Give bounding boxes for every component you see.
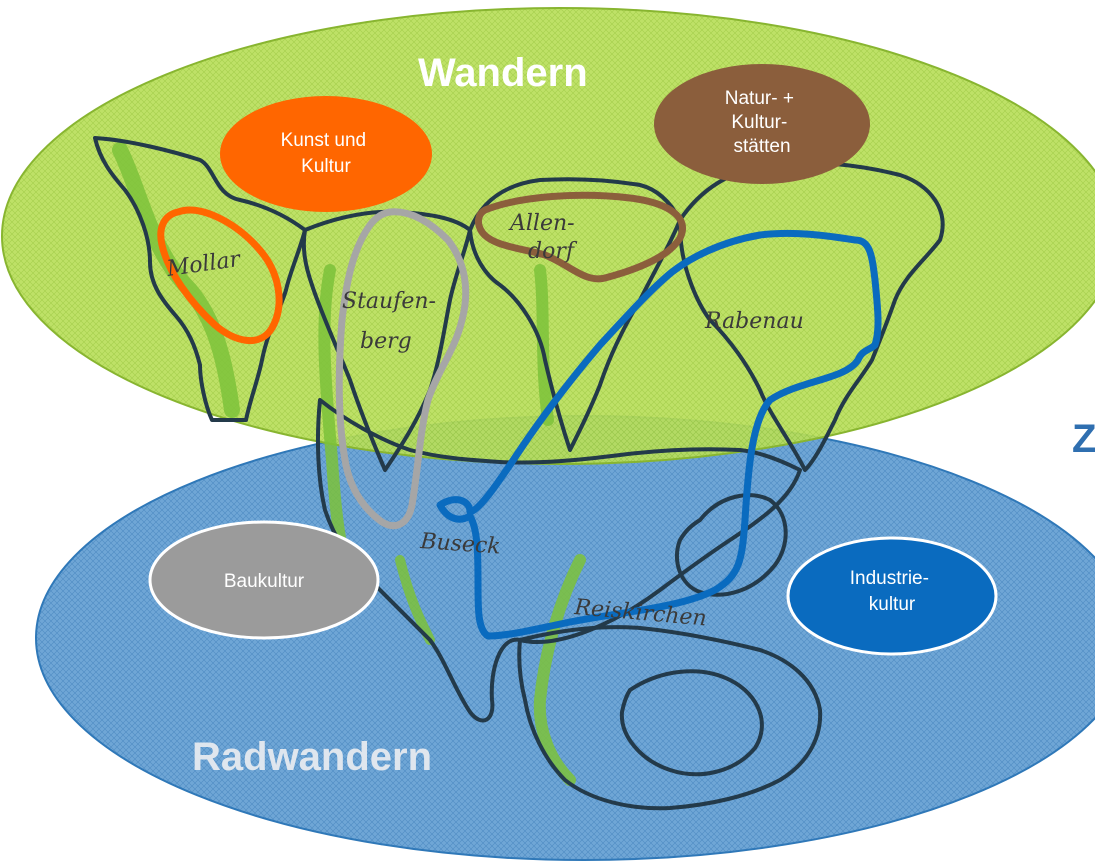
municipality-outlines (93, 136, 945, 811)
bubble-kunst-line1: Kunst und (281, 130, 367, 151)
place-rabenau: Rabenau (704, 309, 804, 334)
bau-route-loop (335, 208, 470, 530)
bubble-natur-label: Natur- + Kultur- stätten (725, 88, 799, 157)
bubble-industrie-line2: kultur (869, 594, 916, 615)
bubble-industriekultur: Industrie- kultur (786, 536, 998, 656)
bubble-natur-shape (654, 64, 870, 184)
bubble-natur-kulturstaetten: Natur- + Kultur- stätten (654, 64, 870, 184)
place-staufenberg-line2: berg (360, 329, 412, 354)
bubble-kunst-shape (220, 96, 432, 212)
bubble-kunst-line2: Kultur (301, 156, 351, 177)
place-allendorf: Allen- dorf (508, 211, 582, 264)
bubble-natur-line1: Natur- + (725, 88, 794, 109)
bubble-bau-label: Baukultur (224, 571, 305, 592)
title-wandern: Wandern (418, 51, 588, 95)
bubble-industrie-shape (786, 536, 998, 656)
place-allendorf-line1: Allen- (508, 211, 575, 236)
bubble-industrie-label: Industrie- kultur (850, 568, 934, 615)
natur-route-loop (474, 191, 686, 283)
edge-letter: Z (1072, 417, 1095, 461)
title-radwandern: Radwandern (192, 735, 432, 779)
bubble-baukultur: Baukultur (148, 520, 380, 640)
place-staufenberg: Staufen- berg (342, 289, 443, 354)
bubble-bau-shape (148, 520, 380, 640)
bubble-kunst-label: Kunst und Kultur (281, 130, 372, 177)
place-staufenberg-line1: Staufen- (342, 289, 436, 314)
kunst-route-loop (157, 206, 283, 345)
industrie-route-loop (436, 229, 882, 640)
bubble-natur-line2: Kultur- (731, 112, 787, 133)
bubble-kunst-und-kultur: Kunst und Kultur (220, 96, 432, 212)
bubble-natur-line3: stätten (733, 136, 790, 157)
place-allendorf-line2: dorf (528, 239, 578, 264)
bubble-industrie-line1: Industrie- (850, 568, 929, 589)
place-buseck: Buseck (419, 529, 502, 560)
